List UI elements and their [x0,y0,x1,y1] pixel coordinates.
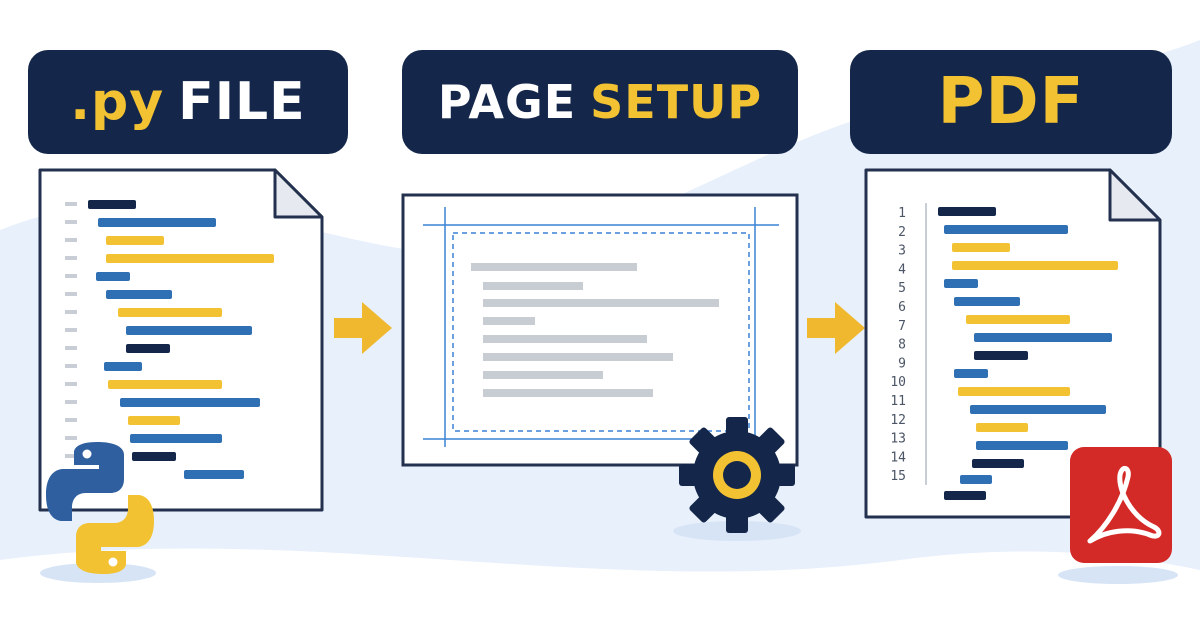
code-lines [88,200,274,479]
line-number: 2 [898,225,906,240]
line-number: 1 [898,206,906,221]
line-number: 13 [890,432,906,447]
title-setup-part: SETUP [590,75,763,129]
line-number: 7 [898,319,906,334]
line-number: 11 [890,394,906,409]
pdf-acrobat-icon [1070,447,1172,563]
gear-icon [679,417,795,533]
line-number: 14 [890,450,906,465]
title-py-part: .py [70,72,165,132]
line-number: 3 [898,244,906,259]
line-number: 8 [898,338,906,353]
text-lines [471,263,719,397]
pdf-title: PDF [850,50,1172,154]
arrow-right-icon [807,302,865,354]
title-pdf-part: PDF [937,65,1085,139]
pdf-code-lines [938,207,1118,500]
python-source-document [38,168,324,583]
line-number: 9 [898,356,906,371]
page-setup-document [401,193,801,541]
line-number: 10 [890,375,906,390]
line-number: 5 [898,281,906,296]
line-number: 12 [890,413,906,428]
line-number: 15 [890,469,906,484]
python-logo-icon [46,442,154,574]
title-page-part: PAGE [437,75,577,129]
title-file-part: FILE [178,72,306,132]
line-number: 4 [898,262,906,277]
arrow-right-icon [334,302,392,354]
line-gutter-marks [65,202,77,458]
margin-guide [452,232,750,432]
line-number: 6 [898,300,906,315]
